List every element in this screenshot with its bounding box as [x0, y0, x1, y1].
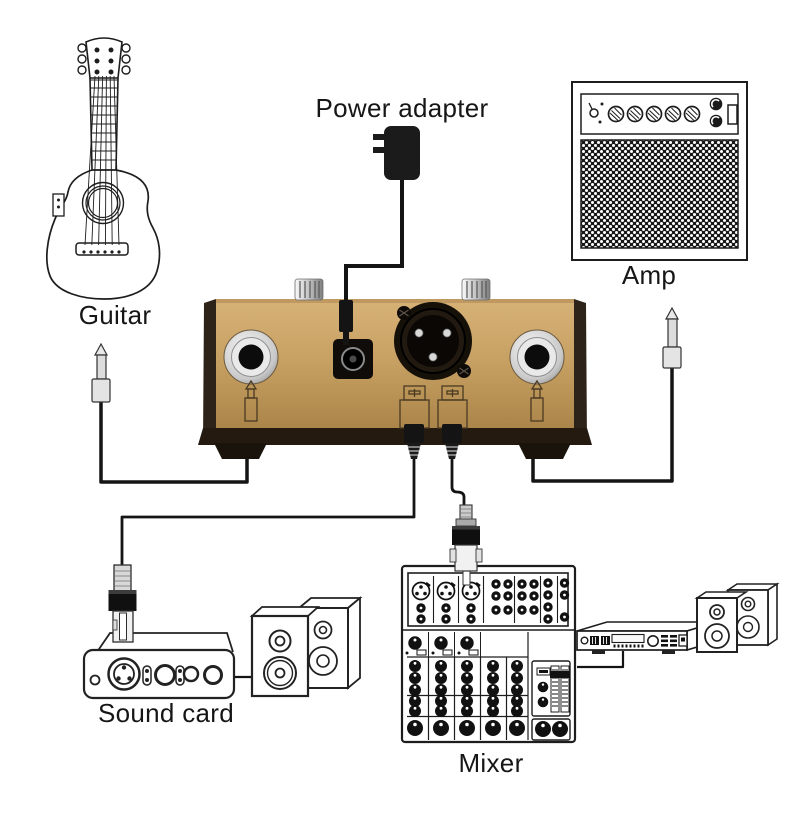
audio-interface-icon	[82, 632, 236, 700]
guitar-label: Guitar	[78, 300, 152, 330]
power-adapter-label: Power adapter	[315, 93, 489, 123]
fader-icon	[550, 665, 560, 713]
preamp-di-box	[198, 278, 592, 459]
speaker-pair-icon	[249, 596, 363, 698]
switch-icon	[142, 665, 152, 686]
fader-icon	[560, 665, 570, 713]
sound-card-label: Sound card	[98, 698, 234, 728]
volume-knob-icon	[203, 665, 223, 685]
xlr-output-icon	[394, 302, 472, 380]
xlr-connector-icon	[449, 504, 483, 586]
quarter-inch-jack-icon	[509, 329, 565, 385]
amp-power-switch-icon	[727, 104, 738, 125]
dc-power-jack-icon	[333, 339, 373, 379]
rca-plug-icon	[404, 424, 424, 459]
device-foot	[518, 443, 571, 459]
mixer-to-poweramp-cable	[577, 651, 625, 669]
amp-knob-icon	[683, 105, 701, 123]
knob-icon	[646, 634, 659, 647]
guitar-to-preamp-cable	[99, 401, 249, 484]
guitar-amplifier-icon	[571, 81, 748, 261]
gain-knob-icon	[154, 664, 176, 686]
amp-label: Amp	[621, 260, 677, 290]
dc-plug-icon	[339, 300, 353, 332]
dc-power-cable	[344, 180, 404, 302]
acoustic-guitar-icon	[45, 37, 161, 300]
amp-input-icon	[588, 102, 604, 124]
preamp-to-mixer-cable	[450, 459, 466, 507]
ts-plug-icon	[662, 306, 682, 369]
rca-plug-icon	[442, 424, 462, 459]
wall-power-adapter-icon	[339, 126, 420, 345]
amp-knob-icon	[664, 105, 682, 123]
xlr-connector-icon	[108, 564, 137, 643]
device-knob-icon	[461, 278, 491, 301]
device-foot	[214, 443, 267, 459]
display-icon	[611, 633, 645, 644]
amp-knob-icon	[607, 105, 625, 123]
knob-icon	[182, 665, 200, 683]
ts-plug-icon	[91, 342, 111, 403]
xlr-input-icon	[107, 657, 141, 691]
preamp-to-soundcard-cable	[120, 459, 416, 565]
amp-small-knob-icon	[708, 96, 724, 112]
speaker-pair-icon	[694, 582, 780, 653]
amp-small-knob-icon	[708, 113, 724, 129]
mixer-label: Mixer	[458, 748, 524, 778]
quarter-inch-jack-icon	[223, 329, 279, 385]
device-knob-icon	[294, 278, 324, 301]
amp-knob-icon	[626, 105, 644, 123]
preamp-to-amp-cable	[531, 367, 674, 483]
headphone-jack-icon	[89, 674, 101, 686]
mixing-console-icon	[400, 564, 577, 744]
amp-knob-icon	[645, 105, 663, 123]
amp-grille	[580, 139, 739, 249]
